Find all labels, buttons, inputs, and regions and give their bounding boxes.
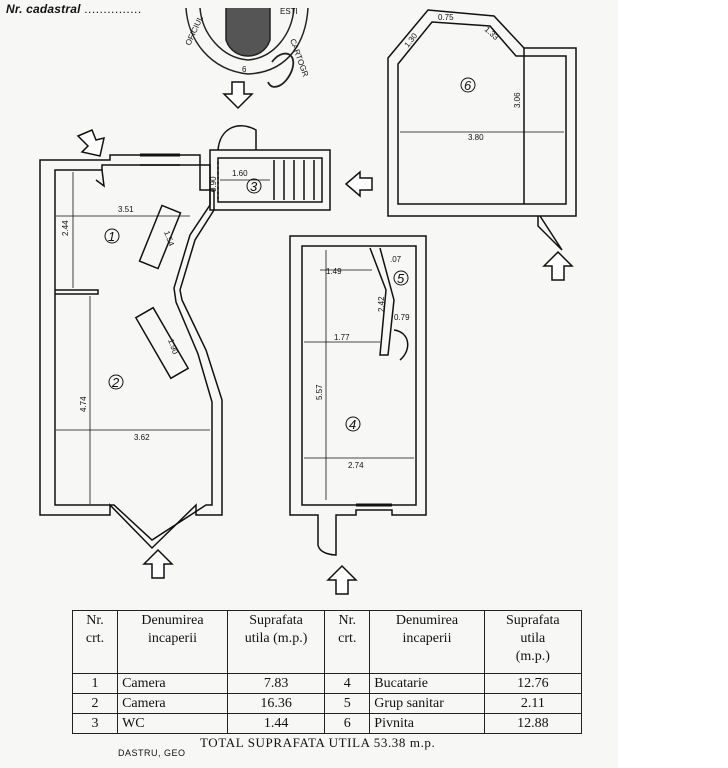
room-number-label: 3 [250, 179, 258, 194]
table-cell: 3 [71, 713, 119, 734]
table-cell: 5 [324, 693, 371, 714]
dim-label: 1.60 [232, 169, 248, 178]
total-area: TOTAL SUPRAFATA UTILA 53.38 m.p. [200, 735, 436, 750]
room-number-label: 1 [108, 229, 115, 244]
blank-margin [618, 0, 728, 768]
room-number-label: 6 [464, 78, 472, 93]
dim-label: 3.62 [134, 433, 150, 442]
cadastral-dots: ............... [84, 2, 142, 16]
table-cell: Camera [117, 693, 228, 714]
table-cell: 12.88 [483, 713, 583, 734]
entry-arrow-icon [542, 250, 574, 281]
table-cell: 4 [324, 673, 371, 694]
dimension-lines [56, 60, 564, 504]
official-stamp: OFICIUL ESTI CARTOGR 6 [184, 7, 310, 88]
entry-arrow-icon [142, 548, 358, 595]
bottom-stamp-text: DASTRU, GEO [118, 748, 186, 758]
table-cell: Grup sanitar [369, 693, 485, 714]
table-cell: 7.83 [226, 673, 326, 694]
dim-label: .07 [390, 255, 402, 264]
table-cell: 6 [324, 713, 371, 734]
dim-label: 2.42 [377, 296, 386, 312]
table-cell: Camera [117, 673, 228, 694]
dim-label: 3.80 [468, 133, 484, 142]
dim-label: 5.57 [315, 384, 324, 400]
dim-label: 1.77 [334, 333, 350, 342]
dim-label: 3.51 [118, 205, 134, 214]
table-cell: 1 [71, 673, 119, 694]
room-4-5-walls [289, 235, 427, 556]
dim-label: 2.74 [348, 461, 364, 470]
room-6-walls [387, 9, 577, 251]
entry-arrow-icon [222, 81, 254, 110]
table-cell: 16.36 [226, 693, 326, 714]
dim-label: 3.06 [513, 92, 522, 108]
dimension-labels: 3.51 2.44 1.54 1.60 0.90 1.90 4.74 3.62 … [61, 13, 522, 470]
table-row: 3 WC 1.44 6 Pivnita 12.88 [71, 713, 583, 734]
table-cell: 1.44 [226, 713, 326, 734]
column-header: Nr.crt. [324, 610, 371, 674]
rooms-1-2-walls [39, 153, 223, 550]
room-3-walls [209, 125, 331, 211]
room-labels: 1 2 3 4 5 6 [104, 77, 476, 432]
entry-arrow-icon [76, 129, 105, 157]
dim-label: 1.54 [162, 230, 176, 248]
stamp-number: 6 [242, 65, 247, 74]
floor-plan-drawing: OFICIUL ESTI CARTOGR 6 [39, 7, 577, 595]
cadastral-header: Nr. cadastral ............... [6, 2, 142, 16]
dim-label: 1.90 [166, 338, 180, 356]
table-cell: 2.11 [483, 693, 583, 714]
room-number-label: 4 [349, 417, 356, 432]
room-number-label: 5 [397, 271, 405, 286]
dim-label: 0.79 [394, 313, 410, 322]
table-cell: Pivnita [369, 713, 485, 734]
floor-plan-document: Nr. cadastral ............... OFICIUL ES… [6, 2, 583, 758]
column-header: Nr.crt. [71, 610, 119, 674]
stamp-text-top: ESTI [280, 7, 298, 16]
table-row: 2 Camera 16.36 5 Grup sanitar 2.11 [71, 693, 583, 714]
table-cell: WC [117, 713, 228, 734]
entry-arrow-icon [344, 170, 373, 198]
dim-label: 2.44 [61, 220, 70, 236]
dim-label: 0.90 [209, 176, 218, 192]
table-row: 1 Camera 7.83 4 Bucatarie 12.76 [71, 673, 583, 694]
dim-label: 4.74 [79, 396, 88, 412]
room-number-label: 2 [111, 375, 120, 390]
dim-label: 1.49 [326, 267, 342, 276]
table-cell: 12.76 [483, 673, 583, 694]
table-cell: 2 [71, 693, 119, 714]
dim-label: 0.75 [438, 13, 454, 22]
dim-label: 1.33 [483, 25, 501, 42]
table-cell: Bucatarie [369, 673, 485, 694]
cadastral-label: Nr. cadastral [6, 2, 81, 16]
